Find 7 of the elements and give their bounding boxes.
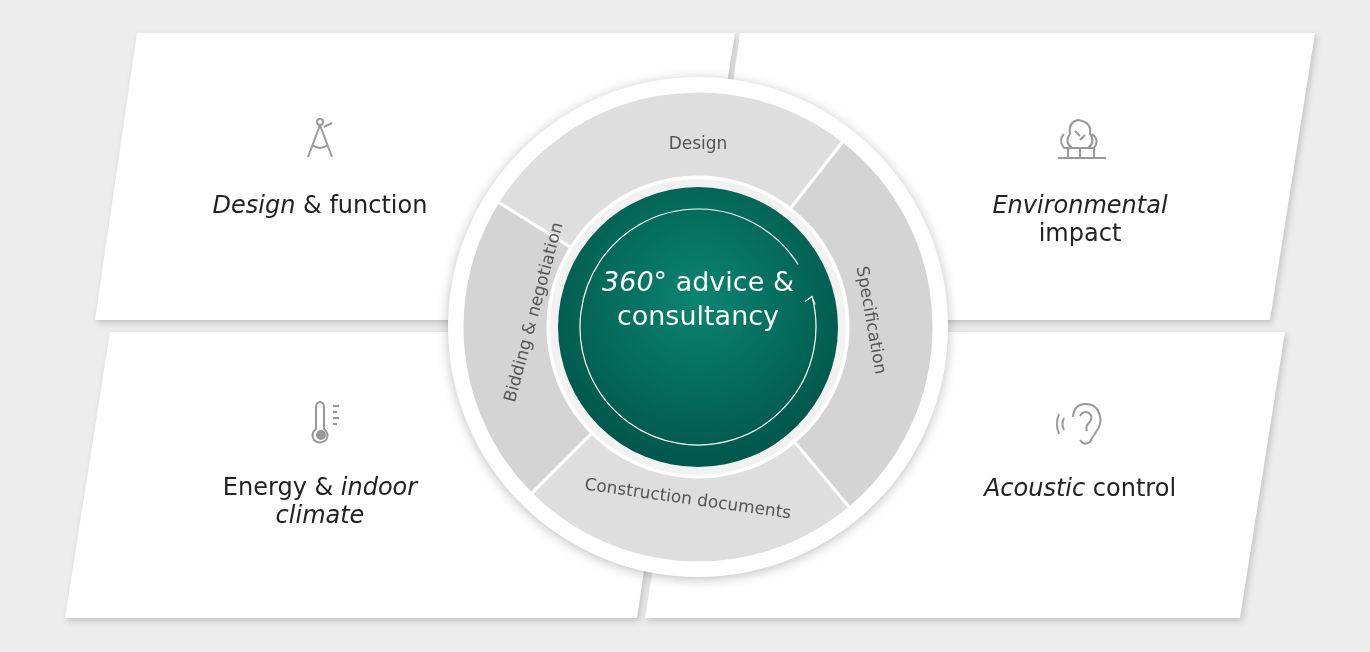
center-text: 360° advice & consultancy <box>601 265 795 333</box>
panel-text: Energy & indoor climate <box>221 474 420 530</box>
panel-text: Environmental impact <box>991 192 1169 248</box>
panel-text: Design & function <box>211 192 429 220</box>
segment-label: Construction documents <box>583 473 793 523</box>
segment-label: Design <box>668 133 728 153</box>
panel-text: Acoustic control <box>982 475 1178 503</box>
